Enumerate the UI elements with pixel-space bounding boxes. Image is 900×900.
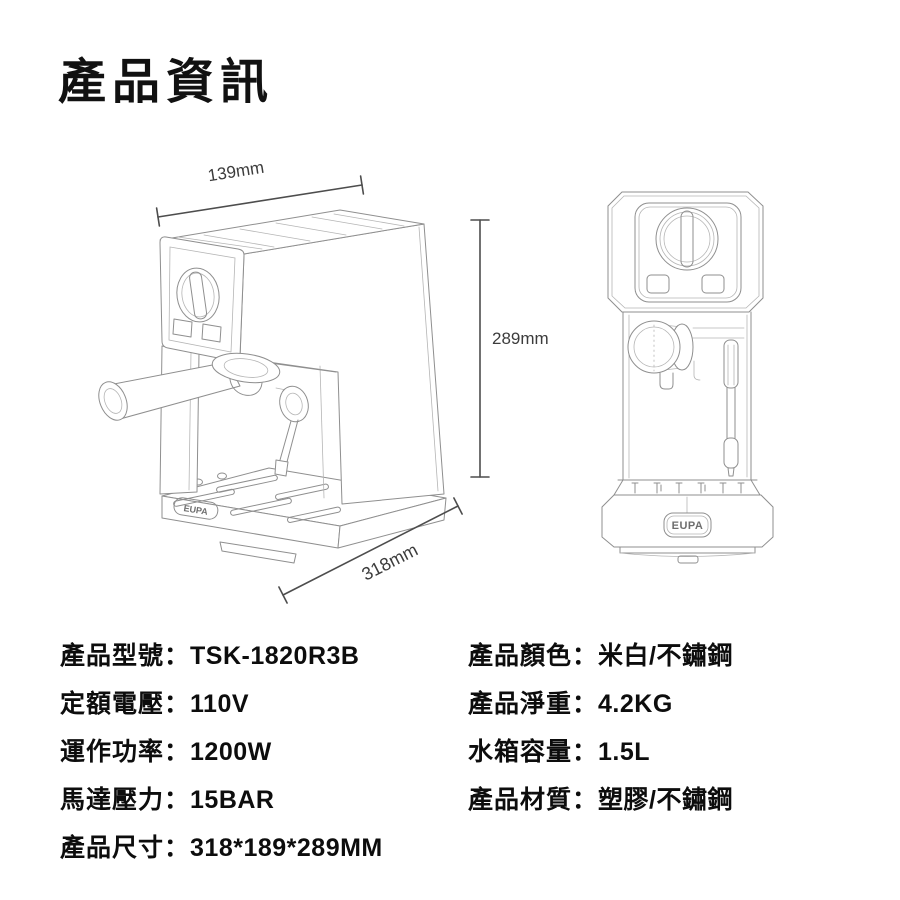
spec-model-value: TSK-1820R3B bbox=[190, 642, 360, 670]
brand-badge-label: EUPA bbox=[183, 503, 209, 517]
spec-material-label: 產品材質： bbox=[468, 786, 599, 814]
brand-badge: EUPA bbox=[173, 497, 219, 520]
spec-tank: 水箱容量：1.5L bbox=[468, 736, 650, 768]
front-base: EUPA bbox=[601, 479, 774, 564]
front-column bbox=[159, 345, 200, 495]
spec-tank-label: 水箱容量： bbox=[468, 738, 599, 766]
spec-material: 產品材質：塑膠/不鏽鋼 bbox=[468, 784, 733, 816]
panel-button-right bbox=[201, 323, 222, 343]
espresso-machine-perspective-icon: EUPA bbox=[98, 209, 447, 564]
spec-weight-label: 產品淨重： bbox=[468, 690, 599, 718]
front-brand-badge-label: EUPA bbox=[672, 520, 704, 532]
front-group-head bbox=[627, 320, 694, 390]
control-panel bbox=[159, 236, 245, 362]
front-head bbox=[607, 191, 764, 313]
height-dimension-label: 289mm bbox=[492, 329, 549, 348]
front-button-right bbox=[701, 274, 725, 294]
spec-color: 產品顏色：米白/不鏽鋼 bbox=[468, 640, 733, 672]
front-view-drawing: EUPA bbox=[590, 175, 785, 585]
spec-power-label: 運作功率： bbox=[60, 738, 191, 766]
spec-color-value: 米白/不鏽鋼 bbox=[598, 642, 733, 670]
page-title: 產品資訊 bbox=[58, 56, 275, 109]
spec-model: 產品型號：TSK-1820R3B bbox=[60, 640, 359, 672]
vent-marks bbox=[631, 482, 745, 494]
perspective-view-drawing: EUPA bbox=[70, 160, 470, 600]
control-dial-icon bbox=[176, 267, 220, 323]
portafilter bbox=[98, 352, 281, 421]
front-steam-wand bbox=[723, 339, 739, 477]
spec-color-label: 產品顏色： bbox=[468, 642, 599, 670]
front-mid-body bbox=[622, 311, 752, 481]
height-dimension-line bbox=[470, 219, 490, 478]
spec-weight: 產品淨重：4.2KG bbox=[468, 688, 673, 720]
spec-size-label: 產品尺寸： bbox=[60, 834, 191, 862]
panel-button-left bbox=[172, 318, 193, 338]
spec-pressure: 馬達壓力：15BAR bbox=[60, 784, 275, 816]
front-button-left bbox=[646, 274, 670, 294]
spec-size-value: 318*189*289MM bbox=[190, 834, 383, 862]
spec-voltage-value: 110V bbox=[190, 690, 250, 718]
front-brand-badge: EUPA bbox=[663, 512, 712, 538]
spec-voltage-label: 定額電壓： bbox=[60, 690, 191, 718]
front-dial-icon bbox=[655, 207, 719, 271]
spec-size: 產品尺寸：318*189*289MM bbox=[60, 832, 383, 864]
spec-material-value: 塑膠/不鏽鋼 bbox=[598, 786, 733, 814]
spec-power-value: 1200W bbox=[190, 738, 272, 766]
spec-pressure-label: 馬達壓力： bbox=[60, 786, 191, 814]
espresso-machine-front-icon: EUPA bbox=[601, 191, 774, 564]
steam-wand bbox=[274, 385, 309, 477]
spec-tank-value: 1.5L bbox=[598, 738, 651, 766]
spec-model-label: 產品型號： bbox=[60, 642, 191, 670]
spec-weight-value: 4.2KG bbox=[598, 690, 673, 718]
spec-voltage: 定額電壓：110V bbox=[60, 688, 249, 720]
spec-power: 運作功率：1200W bbox=[60, 736, 272, 768]
spec-pressure-value: 15BAR bbox=[190, 786, 275, 814]
